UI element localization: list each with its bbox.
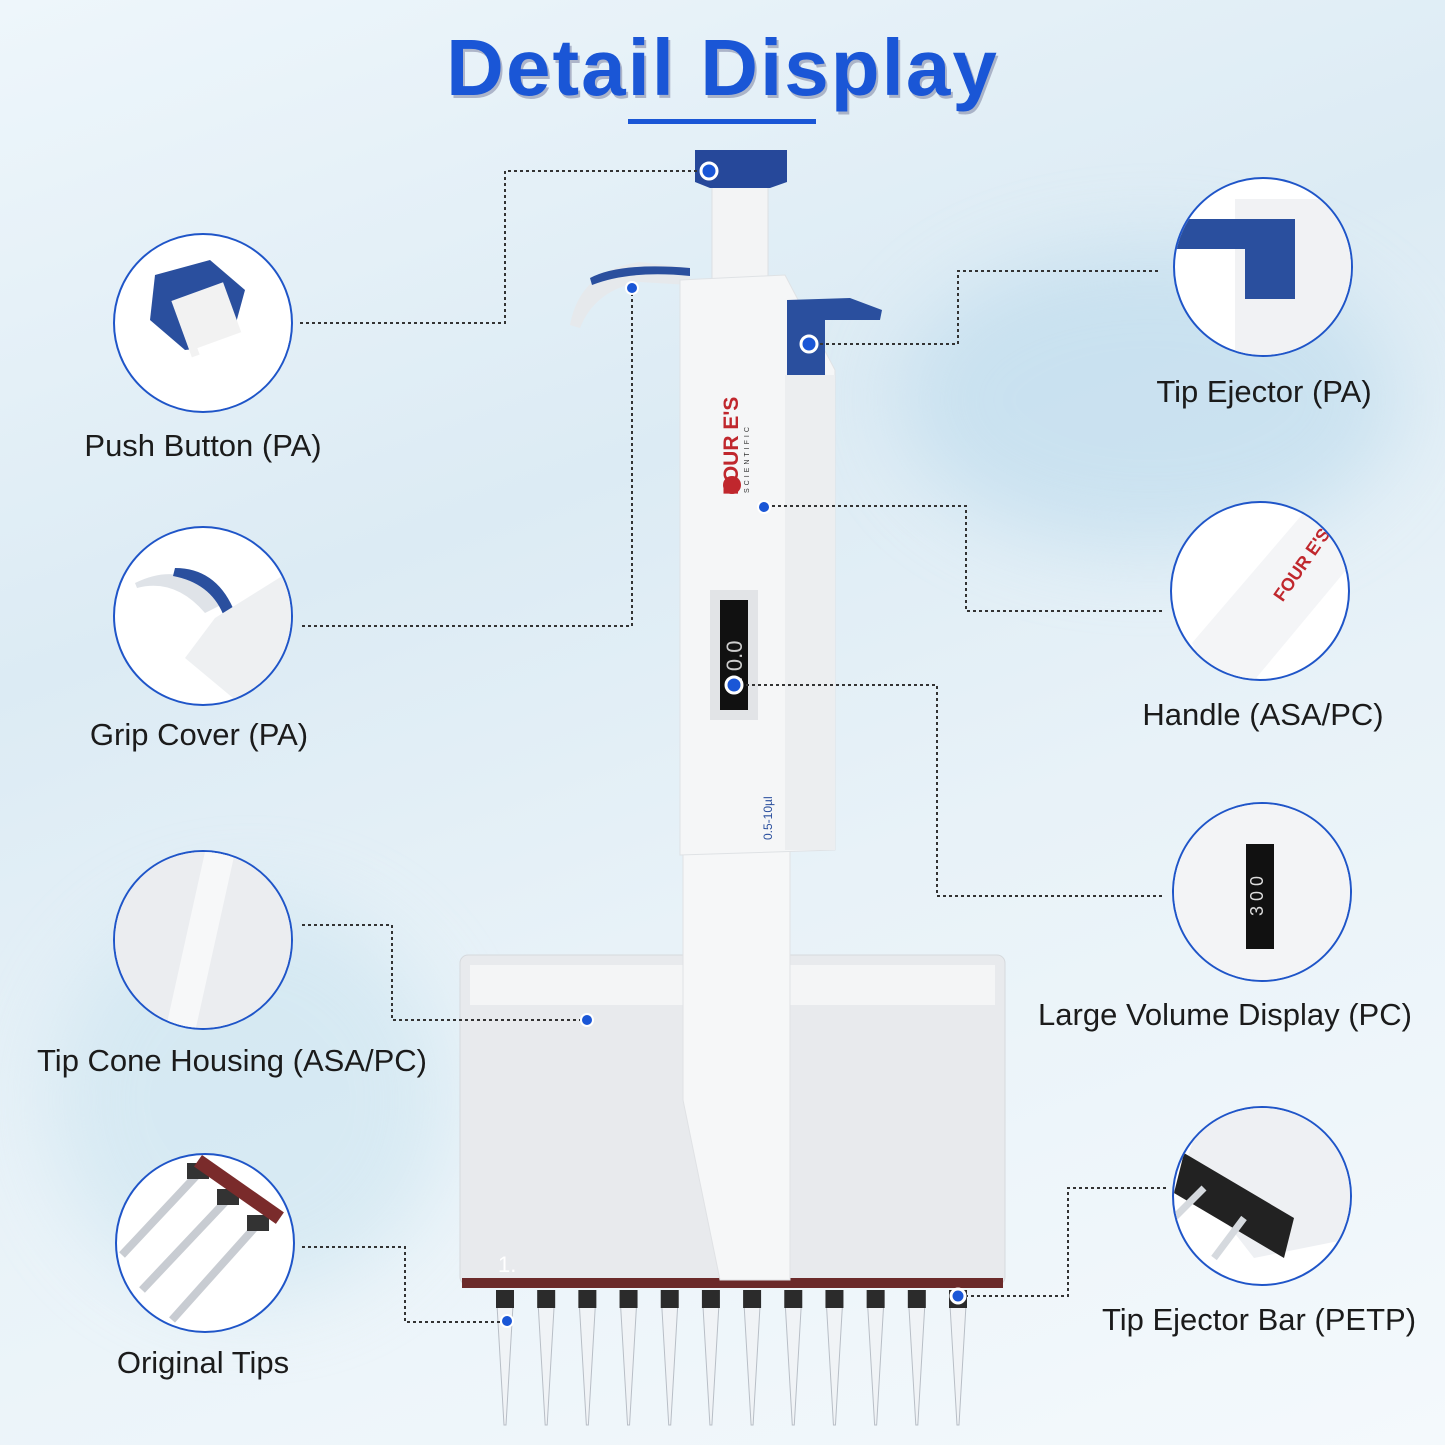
pipette-tip <box>619 1290 638 1426</box>
brand-sub: SCIENTIFIC <box>744 424 751 493</box>
pipette-tip <box>784 1290 803 1426</box>
channel-mark: 1. <box>498 1252 516 1277</box>
tip-ejector-bar-closeup <box>1172 1106 1352 1286</box>
label-volume-display: Large Volume Display (PC) <box>1038 997 1412 1032</box>
pipette-tip <box>660 1290 679 1426</box>
tip-ejector-bar <box>462 1278 1003 1288</box>
label-tip-ejector-bar: Tip Ejector Bar (PETP) <box>1101 1302 1417 1337</box>
pipette-tip <box>537 1290 556 1426</box>
tip-ejector-closeup <box>1173 177 1353 357</box>
label-grip-cover: Grip Cover (PA) <box>89 717 309 752</box>
title-underline <box>628 119 816 124</box>
callout-dots <box>500 161 967 1328</box>
handle-closeup: FOUR E'S <box>1170 501 1350 681</box>
pipette-tip <box>496 1290 514 1426</box>
page-title: Detail Display <box>446 23 999 112</box>
tip-ejector <box>787 298 882 375</box>
label-original-tips: Original Tips <box>116 1345 290 1380</box>
leader-lines <box>300 170 1166 1323</box>
tips-group <box>496 1290 967 1426</box>
label-tip-cone-housing: Tip Cone Housing (ASA/PC) <box>37 1043 427 1078</box>
pipette-tip <box>743 1290 762 1426</box>
pipette-tip <box>949 1290 967 1426</box>
pipette-tip <box>701 1290 720 1426</box>
tips-closeup <box>115 1153 295 1333</box>
pipette-tip <box>825 1290 844 1426</box>
pipette-tip <box>907 1290 926 1426</box>
tip-cone-housing-closeup <box>113 850 293 1030</box>
volume-display-closeup: 3 0 0 <box>1172 802 1352 982</box>
label-push-button: Push Button (PA) <box>84 428 322 463</box>
brand-logo: FOUR E'S <box>720 397 743 495</box>
label-tip-ejector: Tip Ejector (PA) <box>1156 374 1372 409</box>
pipette-tip <box>578 1290 597 1426</box>
closeup-display-digits: 3 0 0 <box>1247 876 1267 916</box>
push-button <box>695 150 787 188</box>
volume-range: 0.5-10µl <box>761 796 775 840</box>
pipette-tip <box>866 1290 885 1426</box>
grip-cover-closeup <box>113 526 293 706</box>
label-handle: Handle (ASA/PC) <box>1142 697 1384 732</box>
